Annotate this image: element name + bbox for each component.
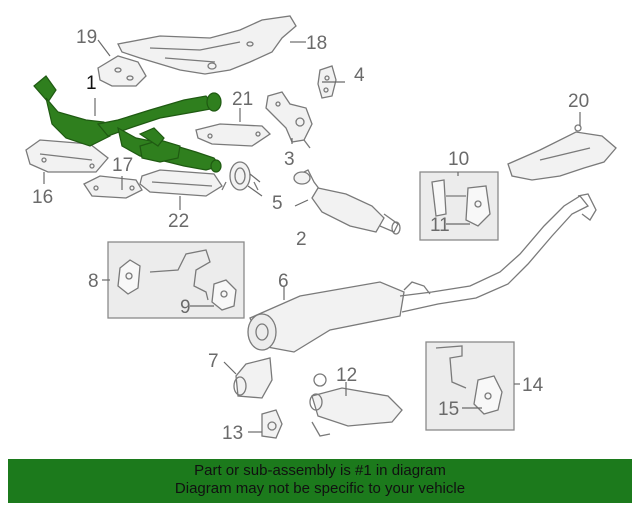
box-10-11 (419, 171, 499, 241)
part-18-heat-shield (117, 15, 297, 75)
part-16-shield (25, 139, 109, 173)
part-21-shield (195, 123, 272, 147)
part-20-shield (507, 124, 617, 181)
box-8-9 (107, 241, 245, 319)
part-19-shield (97, 55, 147, 87)
part-3-hanger (265, 91, 313, 149)
callout-10: 10 (448, 149, 470, 170)
callout-17: 17 (112, 155, 134, 176)
part-17-shield (83, 175, 143, 199)
callout-5: 5 (272, 193, 283, 214)
callout-18: 18 (306, 33, 328, 54)
callout-14: 14 (522, 375, 544, 396)
leader-lines (43, 39, 581, 433)
footer-line-2: Diagram may not be specific to your vehi… (174, 480, 466, 497)
callout-1: 1 (86, 73, 97, 94)
callout-21: 21 (232, 89, 254, 110)
callout-22: 22 (168, 211, 190, 232)
footer-line-1: Part or sub-assembly is #1 in diagram (194, 462, 446, 479)
part-1-converter-highlight (33, 75, 222, 173)
callout-11: 11 (430, 215, 450, 236)
callout-2: 2 (296, 229, 307, 250)
callout-20: 20 (568, 91, 590, 112)
callout-4: 4 (354, 65, 365, 86)
part-2-pipe (293, 169, 401, 235)
part-13-clamp (261, 409, 283, 439)
part-6-muffler (247, 193, 597, 353)
footer-banner: Part or sub-assembly is #1 in diagram Di… (8, 459, 632, 503)
callout-9: 9 (180, 297, 191, 318)
callout-16: 16 (32, 187, 54, 208)
part-5-clamp (221, 161, 259, 191)
part-22-shield (139, 169, 223, 197)
callout-15: 15 (438, 399, 460, 420)
callout-3: 3 (284, 149, 295, 170)
box-14-15 (425, 341, 515, 431)
callout-8: 8 (88, 271, 99, 292)
callout-12: 12 (336, 365, 358, 386)
part-7-bracket (233, 357, 273, 399)
callout-7: 7 (208, 351, 219, 372)
callout-13: 13 (222, 423, 244, 444)
callout-19: 19 (76, 27, 98, 48)
part-12-resonator (309, 373, 403, 437)
callout-6: 6 (278, 271, 289, 292)
